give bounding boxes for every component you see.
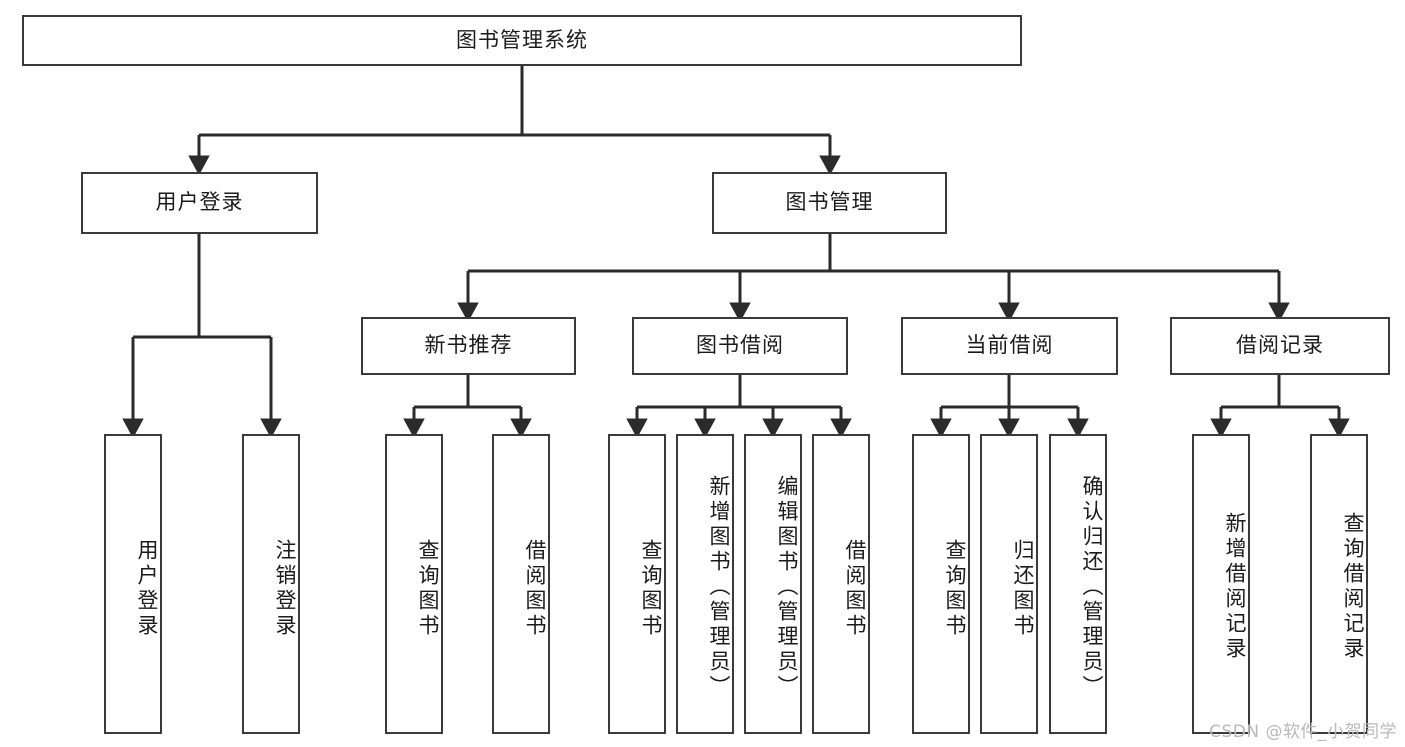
leaf-query-book-recommend[interactable]: 查询图书 [385,434,443,734]
leaf-add-borrow-record[interactable]: 新增借阅记录 [1192,434,1250,734]
node-label: 新增借阅记录 [1223,512,1247,662]
node-label: 查询图书 [416,539,440,639]
node-book-management[interactable]: 图书管理 [712,172,947,234]
node-label: 借阅记录 [1236,333,1324,358]
csdn-watermark: CSDN @软件_小贺同学 [1209,722,1397,742]
node-current-borrowing[interactable]: 当前借阅 [901,317,1118,375]
leaf-user-login[interactable]: 用户登录 [104,434,162,734]
leaf-query-book-borrow[interactable]: 查询图书 [608,434,666,734]
leaf-confirm-return-admin[interactable]: 确认归还（管理员） [1049,434,1107,734]
leaf-query-borrow-record[interactable]: 查询借阅记录 [1310,434,1368,734]
node-label: 借阅图书 [843,539,867,639]
leaf-return-book[interactable]: 归还图书 [980,434,1038,734]
node-user-login[interactable]: 用户登录 [81,172,318,234]
node-label: 编辑图书（管理员） [775,474,799,700]
node-label: 查询图书 [639,539,663,639]
node-label: 新增图书（管理员） [707,474,731,700]
leaf-borrow-book-recommend[interactable]: 借阅图书 [492,434,550,734]
leaf-add-book-admin[interactable]: 新增图书（管理员） [676,434,734,734]
node-label: 图书管理系统 [456,27,588,52]
node-label: 用户登录 [135,539,159,639]
leaf-query-book-current[interactable]: 查询图书 [912,434,970,734]
node-label: 查询借阅记录 [1341,512,1365,662]
node-label: 查询图书 [943,539,967,639]
node-book-borrowing[interactable]: 图书借阅 [632,317,848,375]
node-label: 归还图书 [1011,539,1035,639]
leaf-borrow-book[interactable]: 借阅图书 [812,434,870,734]
node-label: 当前借阅 [965,333,1054,358]
node-borrowing-record[interactable]: 借阅记录 [1170,317,1390,375]
node-label: 图书管理 [785,190,874,215]
leaf-logout[interactable]: 注销登录 [242,434,300,734]
node-label: 新书推荐 [424,333,513,358]
node-label: 图书借阅 [696,333,784,358]
leaf-edit-book-admin[interactable]: 编辑图书（管理员） [744,434,802,734]
node-root-book-management-system[interactable]: 图书管理系统 [22,15,1022,66]
node-new-book-recommendation[interactable]: 新书推荐 [361,317,576,375]
node-label: 确认归还（管理员） [1080,474,1104,700]
node-label: 借阅图书 [523,539,547,639]
node-label: 注销登录 [273,539,297,639]
node-label: 用户登录 [155,190,244,215]
